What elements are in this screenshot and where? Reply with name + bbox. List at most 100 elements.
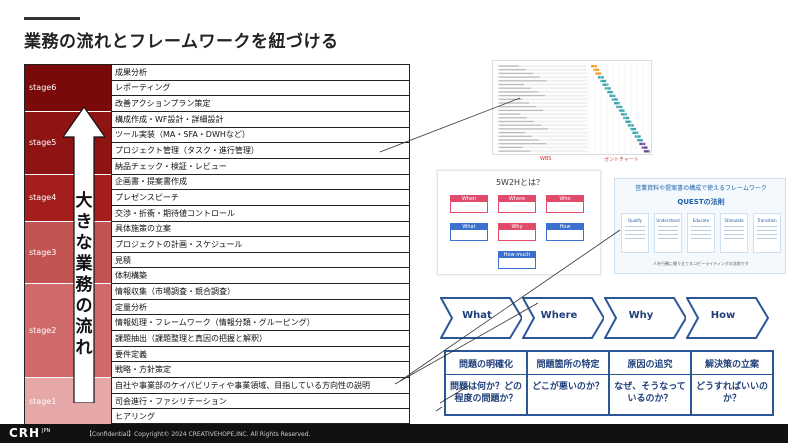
w5h2-title: 5W2Hとは？ (495, 178, 545, 187)
w5h2-card-label: What (451, 224, 487, 230)
framework-box-divider (692, 374, 772, 375)
w5h2-card: What (450, 223, 488, 241)
framework-box-divider (528, 374, 608, 375)
w5h2-card-label: Who (547, 196, 583, 202)
w5h2-card: How (546, 223, 584, 241)
arrow-char: な (75, 233, 93, 253)
quest-step: Educate (687, 213, 715, 253)
framework-box-body: どうすればいいのか？ (695, 382, 768, 404)
framework-box-head: 原因の追究 (627, 360, 673, 370)
task-row: 要件定義 (111, 346, 410, 363)
copyright-text: 【Confidential】Copyright© 2024 CREATIVEHO… (86, 431, 311, 438)
w5h2-card: Who (546, 195, 584, 213)
w5h2-card-label: When (451, 196, 487, 202)
stage-label-stage4: stage4 (25, 174, 111, 222)
task-row: 具体施策の立案 (111, 221, 410, 238)
task-row: 情報収集（市場調査・競合調査） (111, 284, 410, 300)
arrow-char: 流 (75, 317, 93, 337)
gantt-caption-chart: ガントチャート (604, 157, 639, 163)
arrow-char: 大 (75, 191, 93, 211)
company-logo-sub: JPN (42, 428, 51, 434)
task-row: 構成作成・WF設計・詳細設計 (111, 111, 410, 128)
stage-label-stage2: stage2 (25, 284, 111, 379)
arrow-caption: 大きな業務の流れ (72, 191, 96, 359)
framework-box-body: 問題は何か？どの程度の問題か？ (449, 382, 522, 404)
task-row: 企画書・提案書作成 (111, 174, 410, 191)
quest-step: Understand (654, 213, 682, 253)
company-logo: CRH (9, 426, 41, 440)
wbs-gantt-thumbnail (492, 60, 652, 155)
task-row: 体制構築 (111, 268, 410, 285)
gantt-caption-wbs: WBS (540, 156, 552, 162)
framework-chevron-label: Why (628, 310, 654, 321)
task-row: 成果分析 (111, 65, 410, 81)
w5h2-card-label: Where (499, 196, 535, 202)
task-row: レポーティング (111, 80, 410, 97)
quest-subtitle: QUESTの法則 (677, 198, 725, 206)
framework-chevron-label: What (462, 310, 492, 321)
task-row: 自社や事業部のケイパビリティや事業領域、目指している方向性の説明 (111, 378, 410, 394)
quest-step-label: Educate (692, 218, 710, 223)
w5h2-card-label: Why (499, 224, 535, 230)
framework-box-body: なぜ、そうなっているのか？ (614, 382, 686, 404)
task-row: プロジェクト管理（タスク・進行管理） (111, 143, 410, 159)
framework-chevron-label: How (710, 310, 736, 321)
framework-box: 解決策の立案どうすればいいのか？ (690, 350, 774, 416)
quest-title: 営業資料や提案書の構成で使えるフレームワーク (635, 185, 767, 192)
w5h2-card-label: How much (499, 252, 535, 258)
big-flow-arrow (63, 107, 105, 403)
task-row: 見積 (111, 252, 410, 269)
task-row: プロジェクトの計画・スケジュール (111, 237, 410, 253)
framework-box-divider (610, 374, 690, 375)
w5h2-card: Where (498, 195, 536, 213)
w5h2-card: When (450, 195, 488, 213)
quest-step-label: Transition (757, 218, 777, 223)
task-column: 成果分析レポーティング改善アクションプラン策定構成作成・WF設計・詳細設計ツール… (111, 65, 410, 425)
arrow-char: き (75, 212, 93, 232)
title-accent-line (24, 17, 80, 20)
quest-step-label: Stimulate (724, 218, 744, 223)
arrow-char: 業 (75, 254, 93, 274)
quest-step: Transition (753, 213, 781, 253)
slide-title: 業務の流れとフレームワークを紐づける (24, 32, 339, 52)
task-row: 課題抽出（課題整理と真因の把握と解釈） (111, 331, 410, 347)
quest-footer: 人を行動に駆り立てるコピーライティングの法則です (653, 261, 749, 266)
task-row: 情報処理・フレームワーク（情報分類・グルーピング） (111, 315, 410, 332)
stage-label-stage6: stage6 (25, 65, 111, 112)
arrow-char: の (75, 296, 93, 316)
task-row: 改善アクションプラン策定 (111, 96, 410, 112)
footer-bar (0, 424, 788, 443)
task-row: 納品チェック・検証・レビュー (111, 158, 410, 175)
task-row: 戦略・方針策定 (111, 362, 410, 379)
task-row: 定量分析 (111, 299, 410, 316)
arrow-char: れ (75, 338, 93, 358)
stage-label-stage5: stage5 (25, 111, 111, 175)
framework-chevron: What (440, 297, 524, 339)
quest-step-label: Qualify (627, 218, 643, 223)
framework-chevron-label: Where (540, 310, 578, 321)
framework-chevron: Why (604, 297, 688, 339)
quest-step-label: Understand (656, 218, 680, 223)
task-row: ツール実装（MA・SFA・DWHなど） (111, 127, 410, 144)
framework-box-head: 問題箇所の特定 (536, 360, 600, 370)
framework-box-body: どこが悪いのか？ (532, 382, 604, 392)
framework-chevron: How (686, 297, 770, 339)
quest-step: Stimulate (720, 213, 748, 253)
quest-thumbnail: 営業資料や提案書の構成で使えるフレームワーク QUESTの法則 Qualify U… (614, 178, 786, 274)
framework-box-head: 解決策の立案 (704, 360, 759, 370)
framework-chevron: Where (522, 297, 606, 339)
task-row: プレゼンスピーチ (111, 190, 410, 206)
stage-label-stage3: stage3 (25, 221, 111, 285)
w5h2-card-label: How (547, 224, 583, 230)
w5h2-card: Why (498, 223, 536, 241)
arrow-char: 務 (75, 275, 93, 295)
task-row: 司会進行・ファシリテーション (111, 393, 410, 410)
w5h2-card: How much (498, 251, 536, 269)
framework-box-divider (446, 374, 526, 375)
framework-box-head: 問題の明確化 (458, 360, 513, 370)
task-row: 交渉・折衝・期待値コントロール (111, 205, 410, 222)
